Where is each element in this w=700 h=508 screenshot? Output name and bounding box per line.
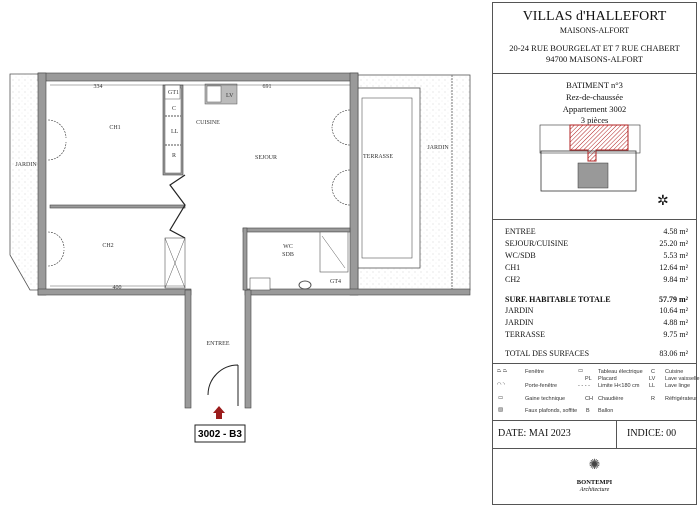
room-ch1: CH1: [109, 125, 120, 131]
room-area: 10.64 m²: [659, 306, 688, 315]
room-name: WC/SDB: [505, 251, 536, 260]
building: BATIMENT n°3: [566, 80, 623, 90]
surface-row: CH1 12.64 m²: [505, 263, 688, 272]
indice: INDICE: 00: [627, 428, 677, 439]
legend-porte-fenetre: Porte-fenêtre: [525, 383, 558, 389]
legend-refrigerateur: Réfrigérateur: [665, 396, 698, 402]
room-name: TERRASSE: [505, 330, 546, 339]
hatch-icon: ▨: [498, 407, 504, 413]
room-terrasse: TERRASSE: [363, 154, 393, 160]
room-jardin-right: JARDIN: [427, 145, 449, 151]
room-area: 4.88 m²: [663, 318, 688, 327]
floor: Rez-de-chaussée: [565, 92, 624, 102]
room-sejour: SEJOUR: [255, 155, 277, 161]
legend-r-code: R: [651, 396, 655, 402]
fixture-gt: GT1: [168, 90, 179, 96]
room-entree: ENTREE: [207, 341, 230, 347]
legend-lave-vaisselle: Lave vaisselle: [665, 376, 700, 382]
surface-row: WC/SDB 5.53 m²: [505, 251, 688, 260]
limit-line-icon: - - - -: [578, 383, 590, 389]
room-area: 9.75 m²: [663, 330, 688, 339]
fixture-ll: LL: [171, 129, 179, 135]
room-area: 4.58 m²: [663, 227, 688, 236]
fixture-gt4: GT4: [330, 279, 341, 285]
dim-691: 691: [263, 84, 272, 90]
room-cuisine: CUISINE: [196, 120, 220, 126]
legend-ballon: Ballon: [598, 408, 614, 414]
apartment: Appartement 3002: [562, 104, 627, 114]
room-name: ENTREE: [505, 227, 536, 236]
window-icon: ⏢ ⏢: [497, 368, 508, 374]
legend-gaine: Gaine technique: [525, 396, 566, 402]
architect-name: BONTEMPI: [576, 479, 613, 486]
surface-row: ENTREE 4.58 m²: [505, 227, 688, 236]
project-city: MAISONS-ALFORT: [559, 26, 630, 35]
dim-334: 334: [94, 84, 103, 90]
address-line2: 94700 MAISONS-ALFORT: [545, 54, 643, 64]
legend-lave-linge: Lave linge: [665, 383, 691, 389]
unit-tag: 3002 - B3: [198, 429, 242, 440]
legend-placard: Placard: [598, 376, 617, 382]
key-plan: [539, 124, 641, 192]
gaine-icon: ▭: [498, 395, 504, 401]
floor-plan: 334 691 400 GT1 C LL R LV GT4 CH1 CH2 CU…: [9, 72, 471, 443]
surface-row: SEJOUR/CUISINE 25.20 m²: [505, 239, 688, 248]
room-area: 5.53 m²: [663, 251, 688, 260]
room-name: CH1: [505, 263, 521, 272]
room-jardin-left: JARDIN: [15, 162, 37, 168]
garden-left: [9, 73, 41, 291]
compass-icon: ✲: [657, 194, 669, 209]
room-name: SEJOUR/CUISINE: [505, 239, 569, 248]
surface-row: TERRASSE 9.75 m²: [505, 330, 688, 339]
room-area: 57.79 m²: [658, 295, 688, 304]
panel-icon: ▭: [578, 368, 584, 374]
legend-faux-plafonds: Faux plafonds, soffite: [525, 408, 578, 414]
legend-tableau: Tableau électrique: [598, 369, 643, 375]
legend-chaudiere: Chaudière: [598, 396, 624, 402]
room-name: JARDIN: [505, 306, 534, 315]
entrance-arrow-icon: [213, 406, 225, 419]
room-name: TOTAL DES SURFACES: [505, 349, 590, 358]
fixture-r: R: [172, 153, 176, 159]
legend-ll-code: LL: [649, 383, 656, 389]
address-line1: 20-24 RUE BOURGELAT ET 7 RUE CHABERT: [509, 43, 680, 53]
total-row: TOTAL DES SURFACES 83.06 m²: [505, 349, 688, 358]
room-area: 83.06 m²: [659, 349, 688, 358]
legend-lv-code: LV: [649, 376, 656, 382]
room-ch2: CH2: [102, 243, 113, 249]
fixture-c: C: [172, 106, 176, 112]
legend-cuisine: Cuisine: [665, 369, 684, 375]
room-name: SURF. HABITABLE TOTALE: [505, 295, 611, 304]
room-wc: WC: [283, 244, 293, 250]
surface-row: JARDIN 4.88 m²: [505, 318, 688, 327]
fixture-lv: LV: [226, 93, 234, 99]
date: DATE: MAI 2023: [498, 428, 571, 439]
legend-ch-code: CH: [585, 396, 593, 402]
architect-subtitle: Architecture: [579, 487, 610, 493]
room-area: 12.64 m²: [659, 263, 688, 272]
room-area: 25.20 m²: [659, 239, 688, 248]
title-block: VILLAS d'HALLEFORT MAISONS-ALFORT 20-24 …: [492, 2, 700, 505]
legend-b-code: B: [586, 408, 590, 414]
legend-limite: Limite H<180 cm: [598, 383, 640, 389]
legend-pl-code: PL: [585, 376, 592, 382]
room-name: JARDIN: [505, 318, 534, 327]
terrace: [357, 87, 421, 269]
rooms-count: 3 pièces: [580, 115, 609, 125]
surface-row: CH2 9.84 m²: [505, 275, 688, 284]
architect-logo-icon: ✺: [588, 458, 601, 473]
room-sdb: SDB: [282, 252, 294, 258]
dim-400: 400: [113, 285, 122, 291]
legend-fenetre: Fenêtre: [525, 369, 544, 375]
legend-c-code: C: [651, 369, 655, 375]
total-habitable-row: SURF. HABITABLE TOTALE 57.79 m²: [505, 295, 688, 304]
project-title: VILLAS d'HALLEFORT: [522, 9, 667, 24]
surface-row: JARDIN 10.64 m²: [505, 306, 688, 315]
french-door-icon: ◜◝ ◝: [497, 382, 505, 388]
room-name: CH2: [505, 275, 521, 284]
room-area: 9.84 m²: [663, 275, 688, 284]
